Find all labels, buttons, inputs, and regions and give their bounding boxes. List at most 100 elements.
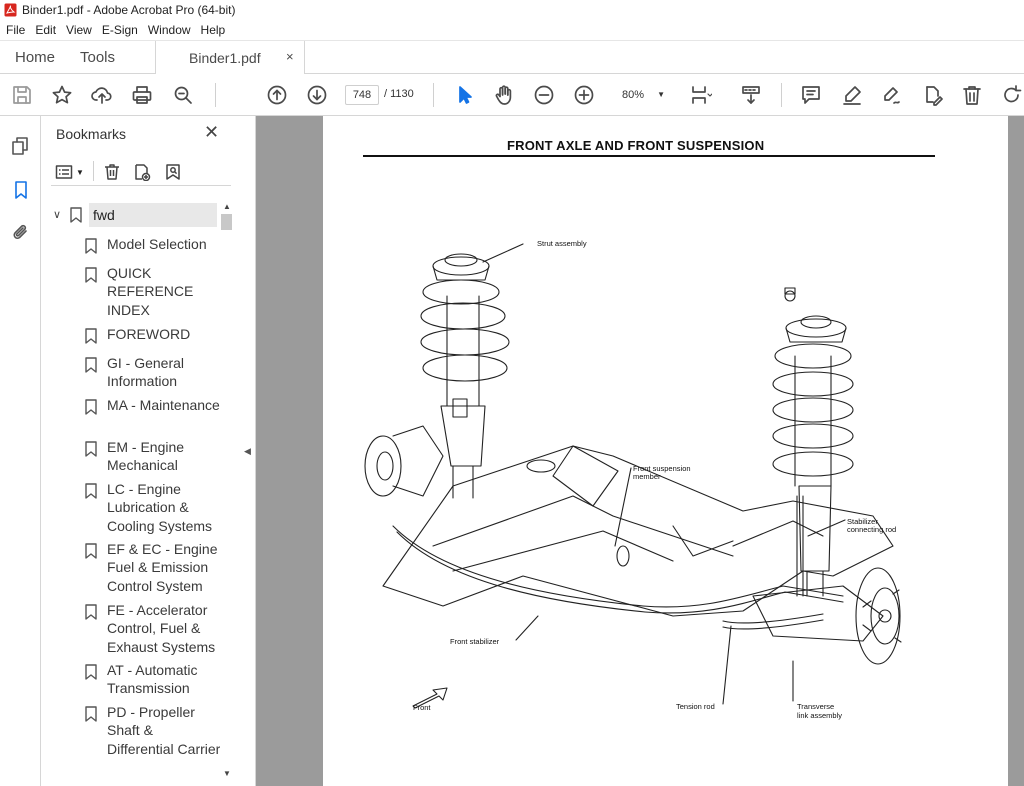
document-viewport[interactable]: FRONT AXLE AND FRONT SUSPENSION: [256, 116, 1024, 786]
bookmark-item[interactable]: EM - Engine Mechanical: [41, 438, 223, 476]
delete-icon[interactable]: [959, 82, 985, 108]
bookmark-icon: [85, 483, 97, 504]
bookmark-label: EF & EC - Engine Fuel & Emission Control…: [107, 541, 218, 594]
callout-strut-assembly: Strut assembly: [537, 239, 587, 248]
zoom-value: 80%: [622, 89, 645, 101]
upload-cloud-icon[interactable]: [89, 82, 115, 108]
menu-view[interactable]: View: [66, 23, 92, 37]
menu-help[interactable]: Help: [200, 23, 226, 37]
callout-stabilizer-line1: Stabilizer: [847, 517, 878, 526]
fit-page-icon[interactable]: [688, 82, 714, 108]
close-tab-icon[interactable]: ×: [286, 49, 294, 64]
bookmark-icon: [85, 664, 97, 685]
menu-bar: File Edit View E-Sign Window Help: [0, 20, 1024, 40]
chevron-down-icon[interactable]: ∨: [53, 209, 62, 221]
bookmark-item[interactable]: FE - Accelerator Control, Fuel & Exhaust…: [41, 601, 223, 657]
zoom-out-icon[interactable]: [531, 82, 557, 108]
menu-edit[interactable]: Edit: [35, 23, 57, 37]
tab-document[interactable]: Binder1.pdf ×: [155, 41, 305, 75]
page-thumbnails-icon[interactable]: [9, 134, 33, 158]
bookmark-item[interactable]: Model Selection: [41, 235, 223, 255]
delete-bookmark-icon[interactable]: [103, 162, 121, 182]
callout-front-stabilizer: Front stabilizer: [450, 637, 500, 646]
options-menu-icon[interactable]: ▼: [55, 162, 84, 182]
acrobat-logo-icon: [4, 3, 17, 17]
bookmark-item[interactable]: QUICK REFERENCE INDEX: [41, 264, 223, 320]
bookmark-icon: [85, 604, 97, 625]
bookmark-label: LC - Engine Lubrication & Cooling System…: [107, 481, 213, 534]
select-arrow-icon[interactable]: [451, 82, 477, 108]
callout-front-suspension-member-line2: member: [633, 472, 661, 481]
bookmark-label: AT - Automatic Transmission: [107, 662, 198, 697]
search-bookmark-icon[interactable]: [164, 162, 182, 182]
bookmark-icon: [85, 267, 97, 288]
bookmarks-panel-title: Bookmarks: [56, 126, 127, 142]
document-tab-label: Binder1.pdf: [189, 50, 261, 66]
pdf-page: FRONT AXLE AND FRONT SUSPENSION: [323, 116, 1008, 786]
close-panel-icon[interactable]: ✕: [204, 122, 220, 142]
page-down-icon[interactable]: [304, 82, 330, 108]
bookmark-item[interactable]: MA - Maintenance: [41, 396, 223, 434]
bookmark-star-icon[interactable]: [49, 82, 75, 108]
bookmark-item[interactable]: EF & EC - Engine Fuel & Emission Control…: [41, 540, 223, 596]
page-heading: FRONT AXLE AND FRONT SUSPENSION: [507, 138, 765, 153]
bookmark-icon: [85, 357, 97, 378]
save-icon[interactable]: [9, 82, 35, 108]
scrollbar-thumb[interactable]: [221, 214, 232, 230]
toolbar-divider: [215, 83, 216, 107]
toolbar-divider: [433, 83, 434, 107]
collapse-panel-icon[interactable]: ◀: [244, 446, 251, 456]
page-number-input[interactable]: 748: [345, 85, 379, 105]
menu-esign[interactable]: E-Sign: [101, 23, 138, 37]
bookmark-item[interactable]: LC - Engine Lubrication & Cooling System…: [41, 480, 223, 536]
search-zoom-icon[interactable]: [170, 82, 196, 108]
hand-icon[interactable]: [491, 82, 517, 108]
bookmarks-toolbar: ▼: [51, 156, 231, 186]
suspension-diagram: [323, 116, 1008, 786]
scroll-mode-icon[interactable]: [738, 82, 764, 108]
edit-page-icon[interactable]: [919, 82, 945, 108]
bookmarks-panel-icon[interactable]: [9, 178, 33, 202]
tab-bar: Home Tools Binder1.pdf ×: [0, 40, 1024, 75]
title-bar: Binder1.pdf - Adobe Acrobat Pro (64-bit): [0, 0, 1024, 20]
bookmarks-panel: Bookmarks ✕ ▼ ∨ fwd Model Selection QUIC…: [41, 116, 238, 786]
navigation-rail: [0, 116, 41, 786]
bookmarks-scrollbar[interactable]: ▲ ▼: [220, 200, 234, 786]
toolbar-divider: [93, 161, 94, 181]
bookmark-label: QUICK REFERENCE INDEX: [107, 265, 194, 318]
bookmark-icon: [70, 207, 82, 228]
comment-icon[interactable]: [798, 82, 824, 108]
page-content: FRONT AXLE AND FRONT SUSPENSION: [323, 116, 1008, 786]
tab-tools[interactable]: Tools: [80, 49, 116, 66]
bookmark-label: EM - Engine Mechanical: [107, 439, 185, 474]
bookmark-root[interactable]: ∨ fwd: [41, 202, 223, 228]
chevron-up-icon[interactable]: ▲: [223, 202, 231, 211]
chevron-down-icon: ▼: [657, 90, 665, 99]
page-up-icon[interactable]: [264, 82, 290, 108]
callout-transverse-line2: link assembly: [797, 711, 843, 720]
tab-home[interactable]: Home: [15, 49, 56, 66]
zoom-in-icon[interactable]: [571, 82, 597, 108]
chevron-down-icon[interactable]: ▼: [223, 769, 231, 778]
sign-icon[interactable]: [879, 82, 905, 108]
bookmark-icon: [85, 706, 97, 727]
bookmark-item[interactable]: GI - General Information: [41, 354, 223, 392]
callout-stabilizer-line2: connecting rod: [847, 525, 897, 534]
bookmark-label: GI - General Information: [107, 355, 185, 390]
new-bookmark-icon[interactable]: [133, 162, 151, 182]
attachments-icon[interactable]: [9, 220, 33, 244]
highlight-icon[interactable]: [839, 82, 865, 108]
bookmark-tree: ∨ fwd Model Selection QUICK REFERENCE IN…: [41, 202, 223, 786]
bookmark-item[interactable]: FOREWORD: [41, 325, 223, 345]
callout-tension-rod: Tension rod: [676, 702, 715, 711]
zoom-dropdown[interactable]: 80% ▼: [612, 85, 670, 105]
print-icon[interactable]: [129, 82, 155, 108]
bookmark-root-label: fwd: [93, 207, 115, 223]
bookmark-item[interactable]: PD - Propeller Shaft & Differential Carr…: [41, 703, 223, 777]
bookmark-label: Model Selection: [107, 236, 207, 252]
menu-file[interactable]: File: [6, 23, 26, 37]
bookmark-item[interactable]: AT - Automatic Transmission: [41, 661, 223, 699]
rotate-icon[interactable]: [999, 82, 1024, 108]
panel-splitter[interactable]: ◀: [238, 116, 256, 786]
menu-window[interactable]: Window: [147, 23, 191, 37]
